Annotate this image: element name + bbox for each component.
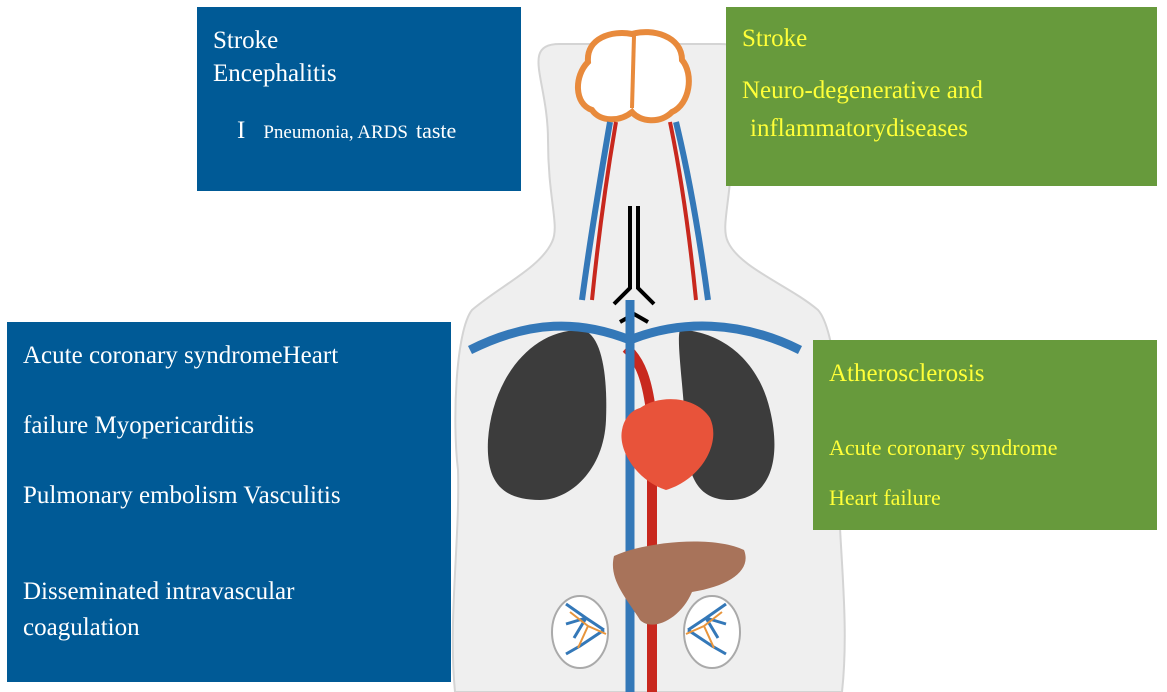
box-text-line: taste [416,118,456,143]
box-title: Atherosclerosis [829,360,985,388]
cardio-complications-box: Acute coronary syndromeHeart failure Myo… [7,322,451,682]
box-text-line: Pneumonia, ARDS [263,122,408,143]
box-text-line: Encephalitis [213,60,337,88]
box-text-line: coagulation [23,614,140,642]
box-text-line: inflammatorydiseases [750,115,968,143]
box-text-line: Heart failure [829,485,941,511]
neuro-long-term-box: Stroke Neuro-degenerative and inflammato… [726,7,1157,186]
box-text-line: Acute coronary syndromeHeart [23,342,338,370]
box-text-line: Neuro-degenerative and [742,77,983,105]
left-kidney-icon [552,596,608,668]
brain-fissure [632,36,634,108]
box-text-line: Pulmonary embolism Vasculitis [23,482,341,510]
list-marker: I [237,117,245,144]
box-text-row: I Pneumonia, ARDS taste [237,117,456,145]
box-text-line: Stroke [213,27,278,55]
box-text-line: failure Myopericarditis [23,412,254,440]
right-kidney-icon [684,596,740,668]
cardio-long-term-box: Atherosclerosis Acute coronary syndrome … [813,340,1157,530]
box-text-line: Acute coronary syndrome [829,435,1057,461]
box-text-line: Disseminated intravascular [23,578,294,606]
neuro-complications-box: Stroke Encephalitis I Pneumonia, ARDS ta… [197,7,521,191]
box-title: Stroke [742,25,807,53]
